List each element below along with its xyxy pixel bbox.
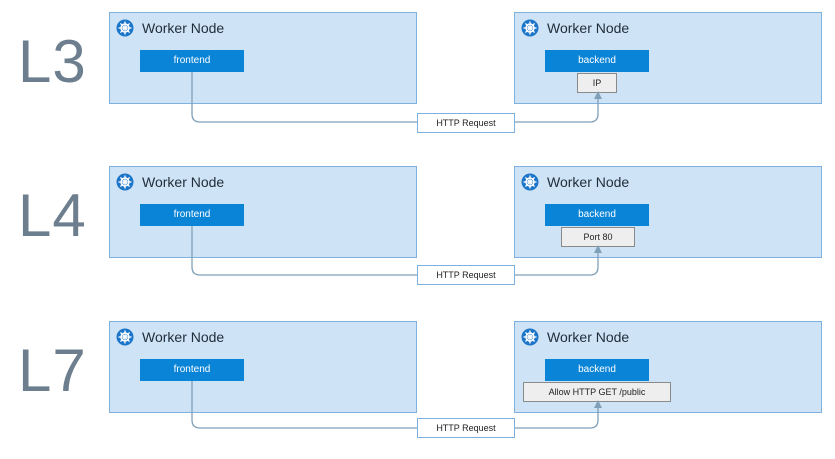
kubernetes-helm-icon <box>521 173 539 191</box>
node-title: Worker Node <box>521 328 629 346</box>
node-title: Worker Node <box>521 173 629 191</box>
node-title: Worker Node <box>116 173 224 191</box>
node-title-text: Worker Node <box>547 329 630 345</box>
node-title-text: Worker Node <box>547 174 630 190</box>
worker-node-right: Worker Node backend IP <box>514 12 822 104</box>
layer-label: L4 <box>18 182 87 249</box>
row-l3: L3 Worker Node frontend Worker Node back… <box>0 0 835 150</box>
row-l7: L7 Worker Node frontend Worker Node back… <box>0 309 835 459</box>
node-title-text: Worker Node <box>142 329 225 345</box>
backend-service[interactable]: backend <box>545 204 649 226</box>
http-request-label: HTTP Request <box>417 418 515 438</box>
frontend-service[interactable]: frontend <box>140 359 244 381</box>
node-title: Worker Node <box>116 19 224 37</box>
worker-node-right: Worker Node backend Port 80 <box>514 166 822 258</box>
node-title: Worker Node <box>521 19 629 37</box>
policy-label-ip: IP <box>577 73 617 93</box>
kubernetes-helm-icon <box>521 19 539 37</box>
kubernetes-helm-icon <box>116 19 134 37</box>
row-l4: L4 Worker Node frontend Worker Node back… <box>0 154 835 304</box>
http-request-label: HTTP Request <box>417 113 515 133</box>
worker-node-left: Worker Node frontend <box>109 166 417 258</box>
layer-label: L7 <box>18 337 87 404</box>
layer-label: L3 <box>18 28 87 95</box>
connector-line <box>191 381 602 429</box>
connector-line <box>191 72 602 123</box>
worker-node-left: Worker Node frontend <box>109 321 417 413</box>
connector-line <box>191 226 602 276</box>
node-title-text: Worker Node <box>142 20 225 36</box>
node-title: Worker Node <box>116 328 224 346</box>
node-title-text: Worker Node <box>142 174 225 190</box>
kubernetes-helm-icon <box>116 173 134 191</box>
worker-node-left: Worker Node frontend <box>109 12 417 104</box>
http-request-label: HTTP Request <box>417 265 515 285</box>
backend-service[interactable]: backend <box>545 50 649 72</box>
kubernetes-helm-icon <box>521 328 539 346</box>
policy-label-http-get: Allow HTTP GET /public <box>523 382 671 402</box>
kubernetes-helm-icon <box>116 328 134 346</box>
frontend-service[interactable]: frontend <box>140 204 244 226</box>
backend-service[interactable]: backend <box>545 359 649 381</box>
node-title-text: Worker Node <box>547 20 630 36</box>
worker-node-right: Worker Node backend Allow HTTP GET /publ… <box>514 321 822 413</box>
frontend-service[interactable]: frontend <box>140 50 244 72</box>
